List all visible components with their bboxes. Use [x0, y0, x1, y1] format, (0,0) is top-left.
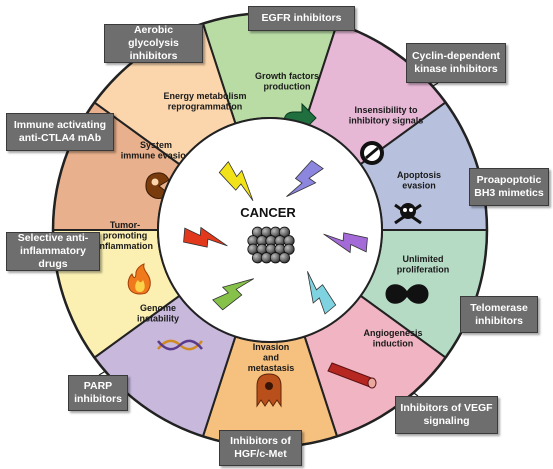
lightning-bolt-icon [218, 161, 254, 201]
migrating-cell-icon [256, 373, 282, 408]
lightning-bolt-icon [307, 271, 337, 315]
callout-vegf: Inhibitors of VEGF signaling [395, 396, 498, 434]
callout-cdk: Cyclin-dependent kinase inhibitors [406, 43, 506, 83]
infinity-icon [385, 284, 429, 304]
lightning-bolt-icon [212, 278, 255, 311]
tumor-cell [278, 252, 291, 264]
callout-anti-inflammatory: Selective anti-inflammatory drugs [6, 232, 100, 271]
callout-hgf: Inhibitors of HGF/c-Met [219, 430, 302, 466]
lightning-bolt-icon [286, 160, 324, 197]
tumor-cluster-icon [247, 226, 295, 264]
skull-icon [394, 203, 422, 225]
blood-vessel-icon [327, 362, 377, 389]
center-title: CANCER [240, 205, 296, 220]
lightning-bolt-icon [323, 232, 368, 254]
callout-telomerase: Telomerase inhibitors [460, 296, 538, 333]
lightning-bolts [183, 160, 368, 315]
dna-helix-icon [157, 339, 203, 351]
lightning-bolt-icon [183, 226, 228, 248]
callout-anti-ctla4: Immune activating anti-CTLA4 mAb [6, 113, 114, 151]
no-entry-icon [360, 141, 384, 165]
callout-bh3: Proapoptotic BH3 mimetics [469, 168, 549, 206]
flame-icon [127, 263, 151, 295]
callout-parp: PARP inhibitors [68, 375, 128, 411]
callout-glycolysis: Aerobic glycolysis inhibitors [104, 24, 203, 63]
callout-egfr: EGFR inhibitors [248, 6, 355, 31]
